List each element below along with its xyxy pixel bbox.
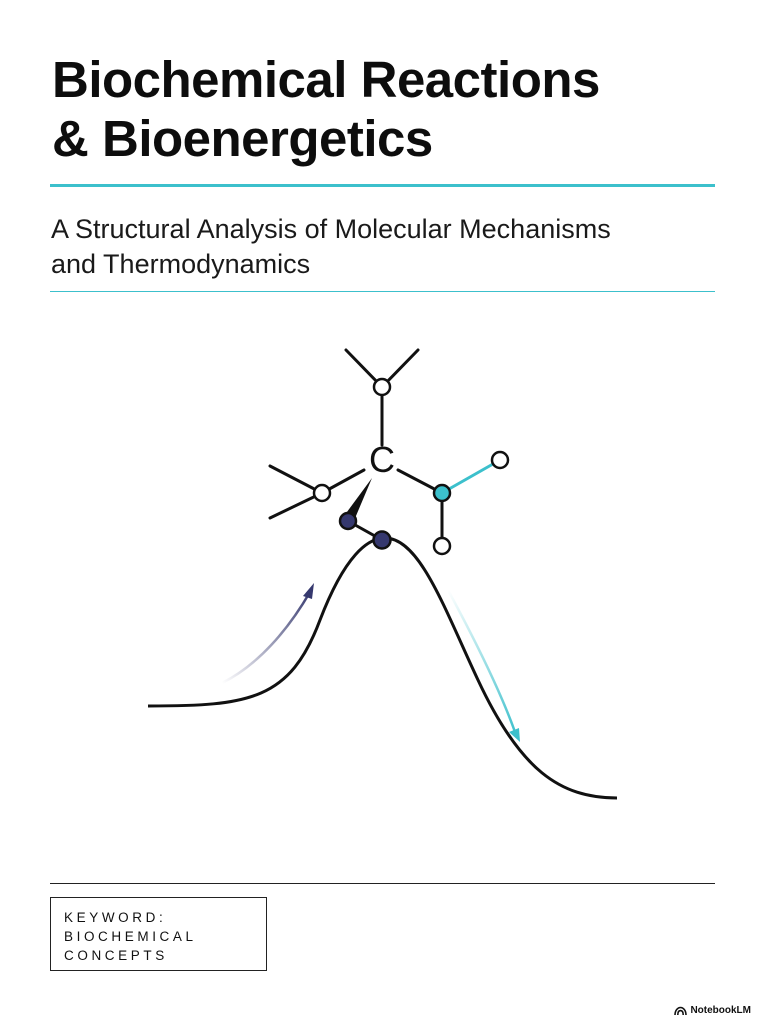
atom-top — [372, 377, 392, 397]
atom-upper-right — [490, 450, 510, 470]
title-line-1: Biochemical Reactions — [52, 51, 600, 108]
notebooklm-logo-icon — [674, 1006, 688, 1015]
title-line-2: & Bioenergetics — [52, 110, 433, 167]
footer-divider — [50, 883, 715, 884]
subtitle-divider — [50, 291, 715, 292]
wedge-bond — [344, 478, 372, 523]
title-divider — [50, 184, 715, 187]
carbon-atom-label: C — [369, 439, 395, 480]
keyword-value-line-1: BIOCHEMICAL — [64, 929, 197, 944]
keyword-label: KEYWORD: — [64, 910, 167, 925]
document-title: Biochemical Reactions & Bioenergetics — [52, 50, 732, 168]
teal-bond — [440, 458, 502, 495]
subtitle-line-2: and Thermodynamics — [51, 249, 311, 279]
energy-profile-curve — [147, 536, 618, 800]
atom-left — [312, 483, 332, 503]
downhill-reaction-arrow — [446, 589, 520, 742]
atom-lower-right — [432, 536, 452, 556]
atom-navy-peak — [372, 530, 392, 550]
keyword-value-line-2: CONCEPTS — [64, 948, 168, 963]
document-subtitle: A Structural Analysis of Molecular Mecha… — [51, 212, 731, 282]
atom-navy-wedge — [338, 511, 358, 531]
keyword-box: KEYWORD: BIOCHEMICAL CONCEPTS — [50, 897, 267, 971]
forward-reaction-arrow — [221, 583, 314, 685]
notebooklm-brand: NotebookLM — [674, 1005, 751, 1016]
atom-teal — [432, 483, 452, 503]
reaction-energy-illustration: C — [147, 348, 618, 800]
subtitle-line-1: A Structural Analysis of Molecular Mecha… — [51, 214, 611, 244]
brand-label: NotebookLM — [690, 1005, 751, 1016]
